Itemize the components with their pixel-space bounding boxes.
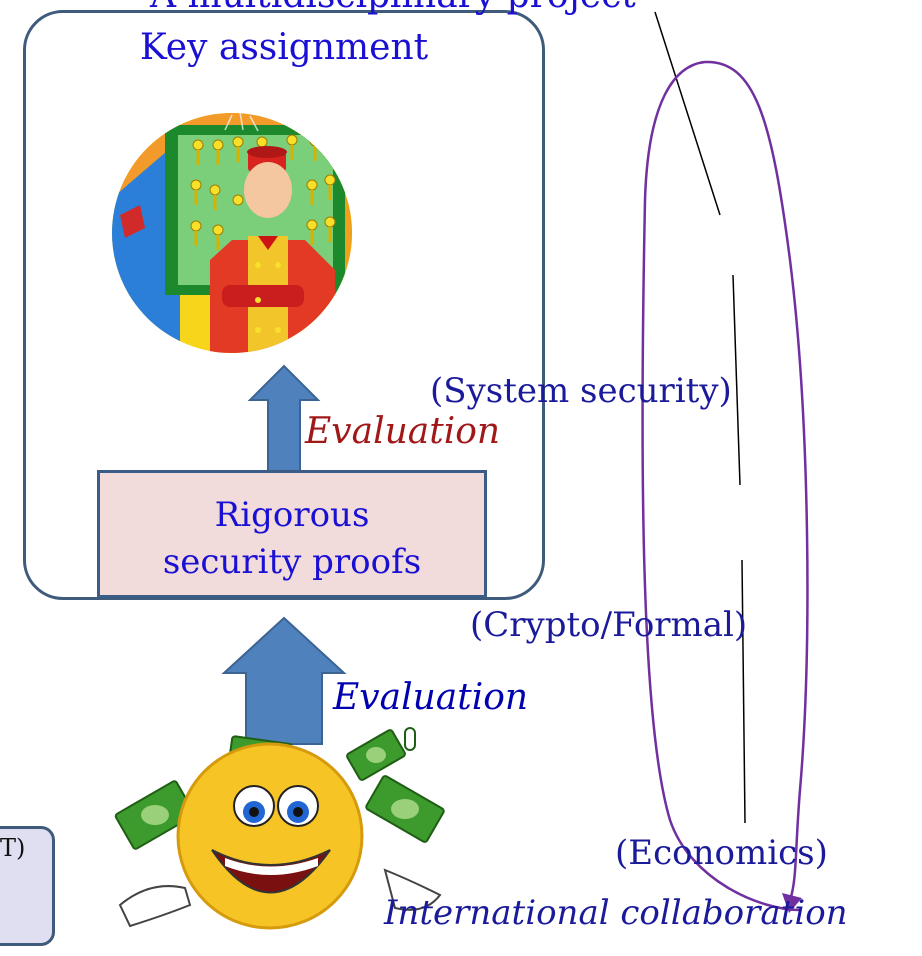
connector-line-3 [741,559,746,824]
connector-line-2 [732,274,741,486]
money-smiley-illustration [114,727,445,930]
evaluation-label-lower: Evaluation [333,677,529,718]
key-assignment-illustration [112,111,352,353]
crypto-formal-note: (Crypto/Formal) [470,605,748,645]
side-box [0,826,55,946]
system-security-note: (System security) [430,371,732,411]
proofs-box [97,470,487,598]
collaboration-arrowhead [782,893,802,913]
main-frame [23,10,545,600]
connector-line-1 [654,11,721,216]
upper-arrow [247,364,321,473]
evaluation-label-upper: Evaluation [305,411,501,452]
economics-note: (Economics) [615,833,828,873]
top-cut-text: A multidisciplinary project [150,0,636,14]
collaboration-loop [641,60,809,912]
lower-arrow [221,616,347,745]
proofs-label-line1: Rigorous [214,495,370,535]
proofs-label-line2: security proofs [162,542,422,582]
key-assignment-title: Key assignment [139,27,429,68]
international-collaboration-label: International collaboration [384,893,848,933]
side-box-label: T) [0,834,26,862]
